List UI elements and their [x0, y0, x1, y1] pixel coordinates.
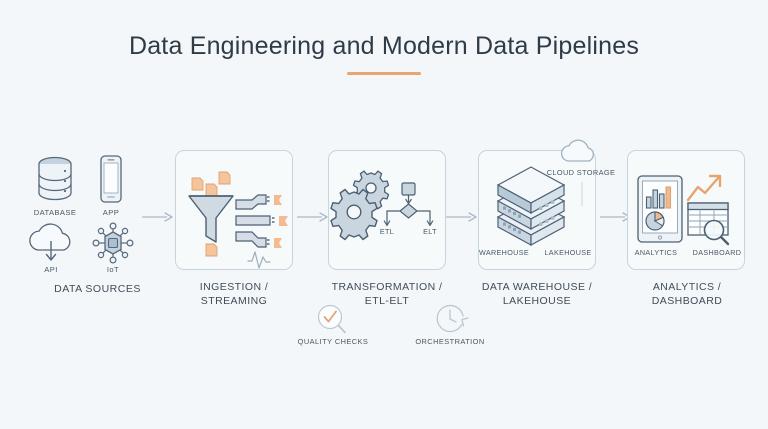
stage-caption-warehouse-line2: LAKEHOUSE [502, 295, 572, 307]
warehouse-sub-label: WAREHOUSE [478, 248, 529, 257]
data-sources-group-label: DATA SOURCES [54, 283, 141, 295]
title-underline [347, 72, 421, 75]
magnifier-check-icon [315, 303, 351, 337]
cloud-icon [557, 138, 605, 164]
stage-box-ingestion[interactable] [175, 150, 293, 270]
stage-caption-warehouse-line1: DATA WAREHOUSE / [481, 281, 593, 293]
cloud-download-icon [25, 222, 77, 266]
smartphone-icon [95, 155, 127, 205]
flowchart-icon [378, 182, 440, 240]
source-label-app: APP [102, 208, 120, 217]
note-label-orchestration: ORCHESTRATION [415, 337, 485, 346]
database-icon [31, 155, 79, 205]
tablet-chart-icon [637, 175, 683, 243]
stage-caption-ingestion-line1: INGESTION / [199, 281, 269, 293]
dashboard-sub-label: DASHBOARD [692, 248, 742, 257]
stage-caption-analytics-line2: DASHBOARD [651, 295, 723, 307]
table-search-icon [687, 202, 735, 246]
stage-caption-transformation-line1: TRANSFORMATION / [331, 281, 443, 293]
source-label-iot: IoT [106, 265, 120, 274]
page-title: Data Engineering and Modern Data Pipelin… [128, 32, 640, 60]
pulse-wave-icon [247, 251, 271, 269]
branch-label-elt: ELT [423, 227, 437, 236]
arrow-right-icon [297, 211, 329, 223]
cloud-storage-label: CLOUD STORAGE [546, 168, 616, 177]
funnel-icon [186, 168, 290, 269]
source-label-database: DATABASE [33, 208, 77, 217]
arrow-right-icon [142, 211, 174, 223]
lakehouse-sub-label: LAKEHOUSE [544, 248, 592, 257]
analytics-sub-label: ANALYTICS [634, 248, 678, 257]
clock-refresh-icon [432, 301, 470, 337]
note-label-quality-checks: QUALITY CHECKS [297, 337, 369, 346]
source-label-api: API [44, 265, 58, 274]
server-stack-icon [492, 165, 570, 247]
iot-hub-icon [91, 221, 135, 265]
stage-caption-ingestion-line2: STREAMING [200, 295, 268, 307]
branch-label-etl: ETL [379, 227, 395, 236]
trend-arrow-icon [686, 172, 726, 204]
arrow-right-icon [446, 211, 478, 223]
stage-caption-transformation-line2: ETL-ELT [364, 295, 410, 307]
gear-icon [330, 170, 393, 241]
stage-caption-analytics-line1: ANALYTICS / [652, 281, 722, 293]
cloud-link-line [580, 182, 584, 208]
